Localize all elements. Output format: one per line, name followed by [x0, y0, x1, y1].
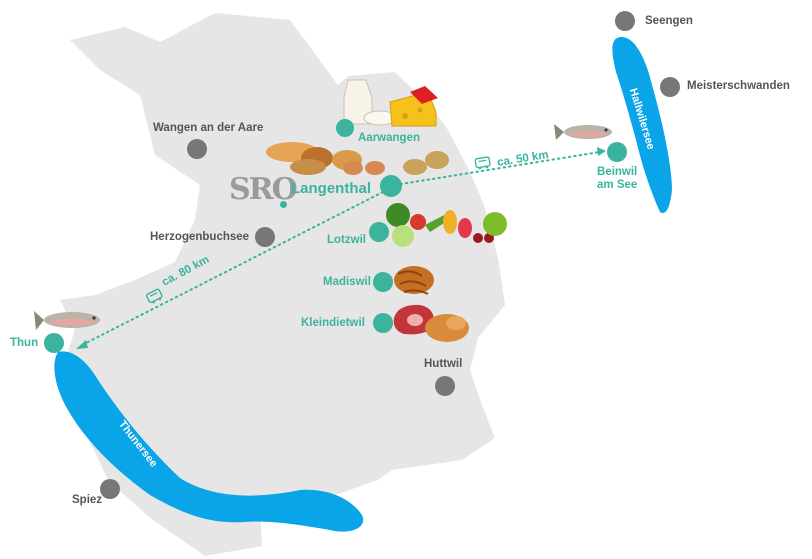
thunersee-lake [54, 351, 364, 532]
route-line-thun [81, 191, 384, 346]
region-area [60, 13, 505, 556]
zopf-bread-icon [394, 266, 434, 295]
vegetables-fruit-icon [386, 203, 507, 247]
meat-chicken-icon [393, 304, 469, 342]
label-meisterschwanden: Meisterschwanden [687, 80, 790, 92]
marker-thun [44, 333, 64, 353]
marker-lotzwil [369, 222, 389, 242]
bus-icon [474, 156, 491, 170]
marker-herzogenbuchsee [255, 227, 275, 247]
fish-icon [34, 311, 100, 330]
hallwilersee-lake [612, 37, 672, 214]
label-kleindietwil: Kleindietwil [301, 317, 365, 329]
label-beinwil: Beinwil am See [597, 166, 638, 192]
label-lotzwil: Lotzwil [327, 234, 366, 246]
marker-beinwil [607, 142, 627, 162]
route-line-beinwil [394, 151, 601, 186]
marker-spiez [100, 479, 120, 499]
bus-icon [145, 288, 163, 304]
marker-kleindietwil [373, 313, 393, 333]
label-aarwangen: Aarwangen [358, 132, 420, 144]
label-spiez: Spiez [72, 494, 103, 506]
sro-logo-dot [280, 201, 287, 208]
label-wangen: Wangen an der Aare [153, 122, 264, 134]
marker-aarwangen [336, 119, 354, 137]
route-arrow-thun [76, 340, 88, 349]
label-seengen: Seengen [645, 15, 693, 27]
sro-logo: SRO [229, 172, 298, 207]
marker-madiswil [373, 272, 393, 292]
marker-wangen [187, 139, 207, 159]
bread-icon [266, 142, 449, 175]
label-thun: Thun [10, 337, 39, 349]
marker-langenthal [380, 175, 402, 197]
marker-seengen [615, 11, 635, 31]
milk-cheese-icon [343, 79, 438, 127]
marker-meisterschwanden [660, 77, 680, 97]
label-madiswil: Madiswil [323, 276, 371, 288]
fish-icon [554, 124, 612, 140]
label-langenthal: Langenthal [291, 180, 372, 197]
marker-huttwil [435, 376, 455, 396]
label-herzogenbuchsee: Herzogenbuchsee [150, 231, 250, 243]
label-huttwil: Huttwil [424, 358, 463, 370]
route-arrow-beinwil [597, 147, 606, 156]
